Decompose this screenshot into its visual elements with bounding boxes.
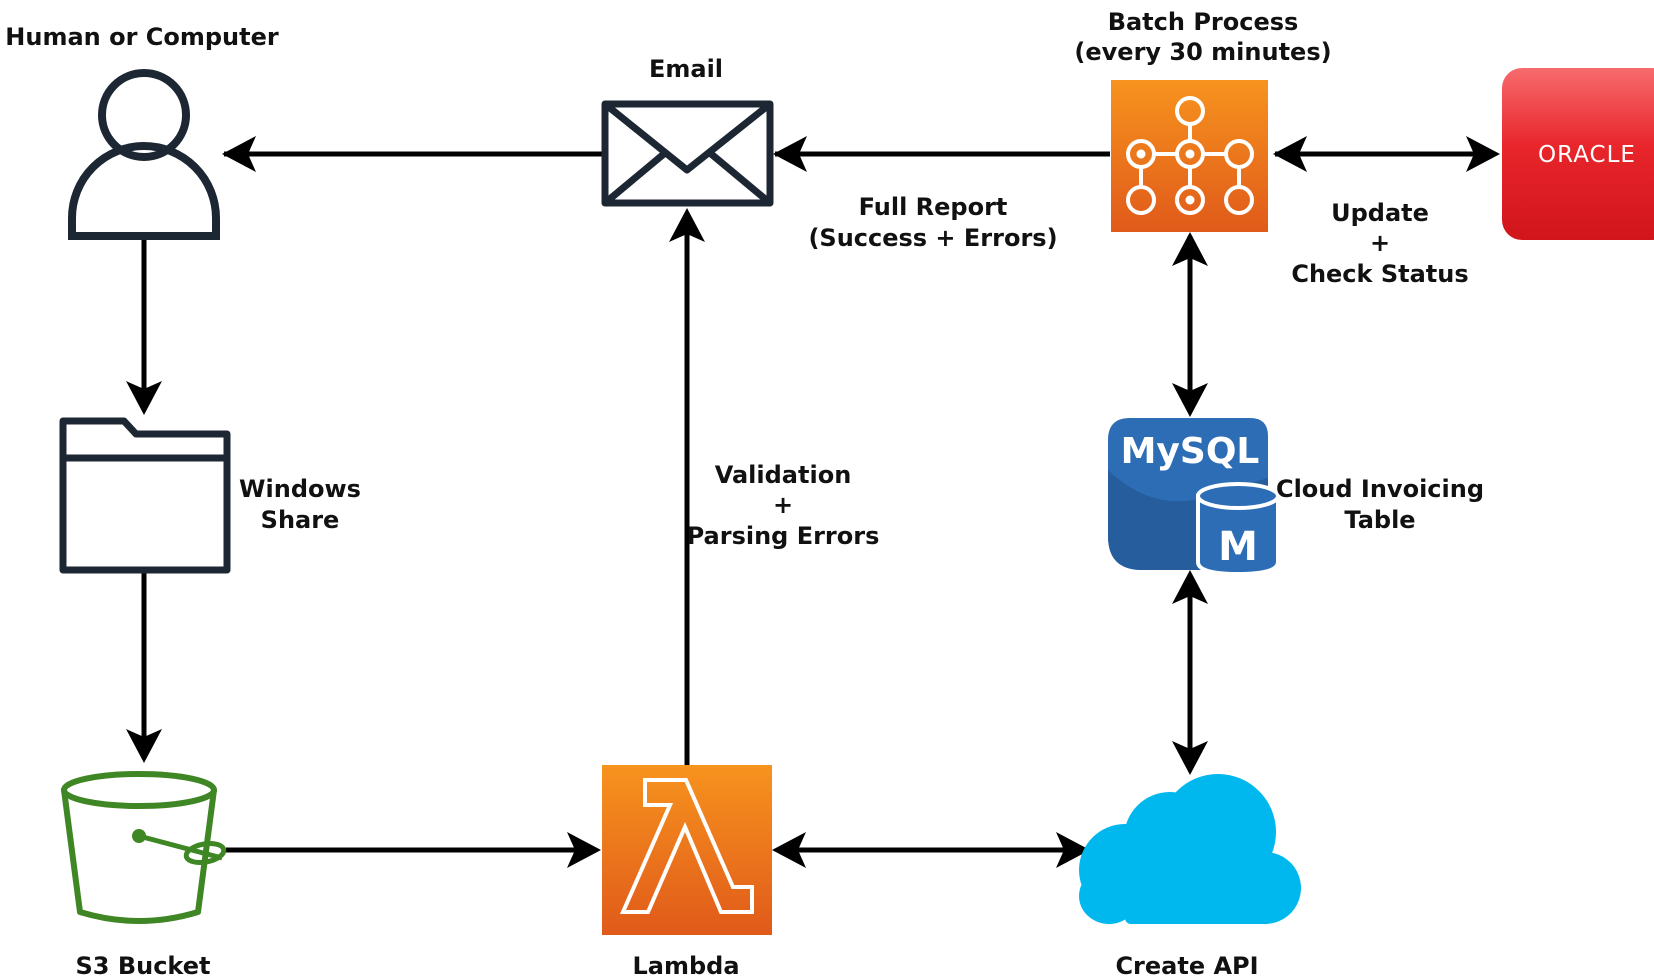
share-label-line2: Share <box>261 506 340 534</box>
edge-lambda-api-head-right <box>1056 832 1090 868</box>
cloud-icon <box>1079 774 1301 924</box>
update-label-line3: Check Status <box>1291 260 1468 288</box>
full-report-label-line1: Full Report <box>859 193 1008 221</box>
api-label: Create API <box>1115 952 1258 980</box>
envelope-icon <box>601 100 774 207</box>
bucket-icon <box>61 771 227 924</box>
share-label-line1: Windows <box>239 475 361 503</box>
email-label: Email <box>649 55 723 83</box>
mysql-database-icon: MySQL M <box>1108 418 1280 577</box>
edge-share-to-s3-head <box>126 729 162 763</box>
edge-email-to-human-head <box>222 136 256 172</box>
edge-human-to-share-head <box>126 381 162 415</box>
edge-s3-to-lambda-head <box>567 832 601 868</box>
s3-label: S3 Bucket <box>75 952 210 980</box>
human-label: Human or Computer <box>5 23 279 51</box>
edge-mysql-api-head-bottom <box>1172 741 1208 775</box>
validation-label-line2: + <box>773 491 793 519</box>
lambda-label: Lambda <box>632 952 739 980</box>
update-label-line2: + <box>1370 229 1390 257</box>
edge-batch-mysql-head-bottom <box>1172 383 1208 417</box>
user-icon <box>68 69 220 240</box>
oracle-logo-text: ORACLE <box>1538 142 1636 168</box>
edge-mysql-api-head-top <box>1172 570 1208 604</box>
batch-label-line2: (every 30 minutes) <box>1074 38 1331 66</box>
mysql-label-line2: Table <box>1344 506 1415 534</box>
edge-lambda-api-head-left <box>772 832 806 868</box>
lambda-icon <box>602 765 772 935</box>
database-cylinder-icon: M <box>1196 482 1280 577</box>
full-report-label-line2: (Success + Errors) <box>808 224 1057 252</box>
edge-batch-oracle-head-right <box>1466 136 1500 172</box>
edge-lambda-to-email-head <box>669 208 705 242</box>
oracle-logo: ORACLE <box>1502 68 1654 240</box>
validation-label-line1: Validation <box>715 461 852 489</box>
validation-label-line3: Parsing Errors <box>687 522 880 550</box>
update-label-line1: Update <box>1331 199 1429 227</box>
folder-icon <box>59 417 231 574</box>
workflow-icon <box>1111 80 1268 232</box>
batch-label-line1: Batch Process <box>1108 8 1299 36</box>
edge-batch-oracle-head-left <box>1273 136 1307 172</box>
edge-batch-to-email-head <box>773 136 807 172</box>
mysql-badge-text: M <box>1218 524 1258 570</box>
mysql-logo-text: MySQL <box>1121 431 1260 472</box>
edge-batch-mysql-head-top <box>1172 232 1208 266</box>
mysql-label-line1: Cloud Invoicing <box>1276 475 1484 503</box>
